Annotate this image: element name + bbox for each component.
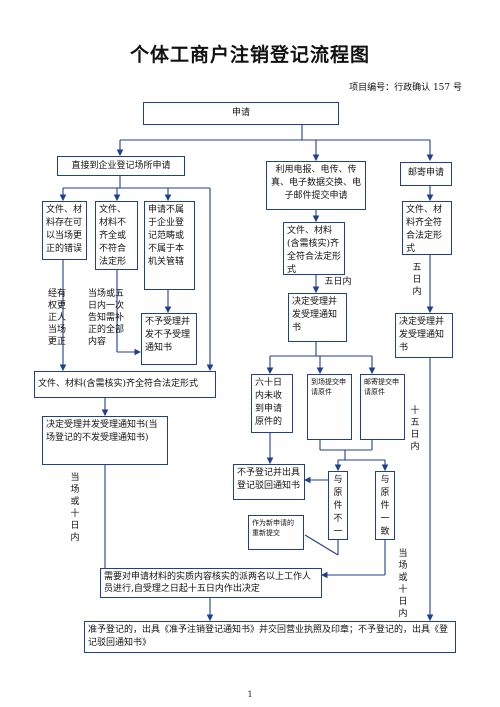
new-apply-box: 作为新申请的重新提交 [248,515,304,550]
fix-onsite-label: 经有权更正人当场更正 [48,289,67,347]
mismatch-box: 与原件不一致 [328,471,348,540]
submit-originals-mail-box: 邮寄提交申请原件 [360,374,405,440]
accept-notice-direct-box: 决定受理并发受理通知书(当场登记的不发受理通知书) [42,416,168,465]
notify-once-label: 当场或五日内一次告知需补正的全部内容 [88,289,125,347]
apply-box: 申请 [143,102,339,125]
direct-apply-box: 直接到企业登记场所申请 [57,156,185,176]
not-scope-box: 申请不属于企业登记范畴或不属于本机关管辖 [144,201,195,290]
complete-elec-box: 文件、材料(含需核实)齐全符合法定形式 [283,222,345,275]
project-code: 项目编号：行政确认 157 号 [349,83,462,93]
accept-notice-elec-box: 决定受理并发受理通知书 [288,293,347,342]
five-days-elec-label: 五日内 [324,277,352,287]
submit-originals-onsite-box: 到场提交申请原件 [307,374,352,440]
incomplete-box: 文件、材料不齐全或不符合法定形式 [95,201,138,270]
complete-direct-box: 文件、材料(含需核实)齐全符合法定形式 [34,371,216,398]
onsite-or-ten-right-label: 当场或十日内 [398,549,408,619]
not-accept-box: 不予受理并发不予受理通知书 [141,313,197,365]
page-number: 1 [247,690,253,699]
verify-box: 需要对申请材料的实质内容核实的派两名以上工作人员进行,自受理之日起十五日内作出决… [100,568,322,598]
five-days-mail-label: 五日内 [412,263,422,297]
fifteen-days-label: 十五日内 [410,406,420,452]
mail-apply-box: 邮寄申请 [400,162,452,186]
error-fix-box: 文件、材料存在可以当场更正的错误 [42,201,87,260]
onsite-or-ten-days-label: 当场或十日内 [70,473,80,543]
match-box: 与原件一致 [375,471,395,540]
electronic-apply-box: 利用电报、电传、传真、电子数据交换、电子邮件提交申请 [266,161,366,210]
page-title: 个体工商户注销登记流程图 [129,44,370,66]
sixty-days-box: 六十日内未收到申请原件的 [251,374,293,433]
complete-mail-box: 文件、材料齐全符合法定形式 [402,201,452,255]
final-result-box: 准予登记的，出具《准予注销登记通知书》并交回营业执照及印章；不予登记的，出具《登… [84,621,456,653]
accept-notice-mail-box: 决定受理并发受理通知书 [395,313,453,358]
deny-register-box: 不予登记并出具登记驳回通知书 [233,464,305,500]
